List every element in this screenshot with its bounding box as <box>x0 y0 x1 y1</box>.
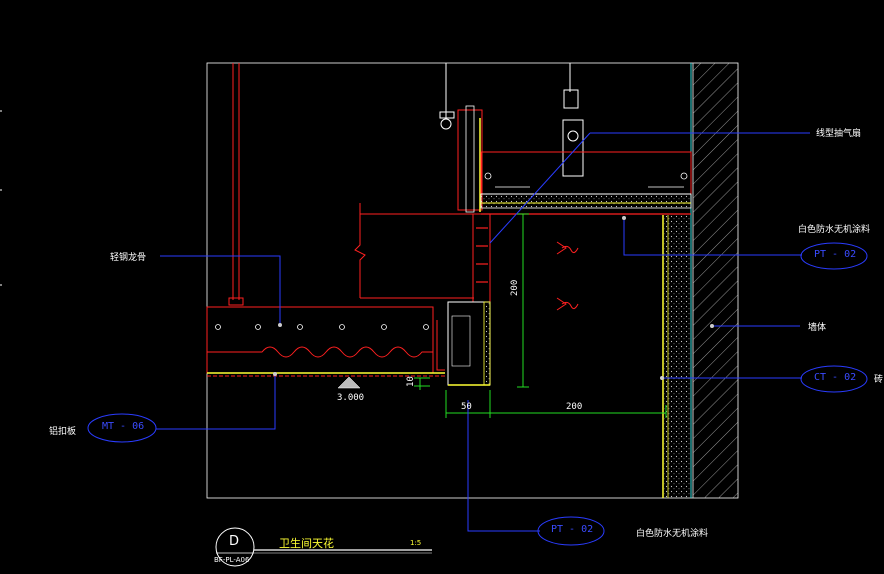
label-waterproof-paint-top: 白色防水无机涂料 <box>798 225 871 235</box>
break-line <box>354 203 366 298</box>
dim-vertical-200: 200 <box>510 279 520 296</box>
elevation-marker <box>337 376 361 389</box>
elevation-label: 3.000 <box>337 393 365 403</box>
dim-offset-10: 10 <box>406 376 416 387</box>
angle-bracket <box>436 320 445 371</box>
fan-side-panel <box>457 109 483 211</box>
tag-mt06-ellipse <box>87 413 157 443</box>
tag-pt02-top-ellipse <box>800 242 868 270</box>
tag-pt02-bottom[interactable]: PT - 02 <box>551 524 594 535</box>
dim-horizontal-50: 50 <box>461 402 472 412</box>
label-waterproof-paint-bottom: 白色防水无机涂料 <box>636 529 709 539</box>
tag-ct02[interactable]: CT - 02 <box>814 372 857 383</box>
airflow-arrows <box>556 241 579 311</box>
label-exhaust-fan: 线型抽气扇 <box>816 129 862 139</box>
tag-pt02-top[interactable]: PT - 02 <box>814 249 857 260</box>
hanger-clip <box>228 297 244 306</box>
fan-hanger-nut <box>563 89 579 109</box>
dim-horizontal-200: 200 <box>566 402 583 412</box>
detail-scale: 1:5 <box>410 539 422 547</box>
steel-joist <box>206 306 434 374</box>
dimension-lines <box>414 213 667 418</box>
fan-screws <box>484 172 688 188</box>
fan-hanger-plate <box>562 119 584 177</box>
detail-letter: D <box>229 534 240 549</box>
tag-mt06[interactable]: MT - 06 <box>102 421 145 432</box>
drop-box-inner <box>451 315 471 367</box>
joist-profile <box>207 346 433 358</box>
leader-lines <box>156 132 810 532</box>
sheet-ref: BF-PL-A06 <box>214 556 250 564</box>
label-aluminum-panel: 铝扣板 <box>49 427 77 437</box>
label-wall: 墙体 <box>808 323 827 333</box>
wall-hatch <box>693 63 738 498</box>
drop-face-upper <box>472 213 491 303</box>
fan-rod-left-nut <box>440 118 452 130</box>
tag-pt02-bottom-ellipse <box>537 516 605 546</box>
detail-title: 卫生间天花 <box>279 537 334 550</box>
label-cut-right: 砖 <box>874 375 884 385</box>
label-light-steel-joist: 轻钢龙骨 <box>110 253 147 263</box>
detail-bubble <box>215 527 255 567</box>
drop-box-plaster <box>483 301 491 386</box>
fan-housing <box>480 151 692 195</box>
joist-holes <box>215 324 429 330</box>
plaster-layer <box>664 215 691 498</box>
tag-ct02-ellipse <box>800 365 868 393</box>
drop-face-ticks <box>476 227 488 283</box>
ceiling-board-upper <box>480 193 692 209</box>
leader-dots <box>273 216 714 380</box>
